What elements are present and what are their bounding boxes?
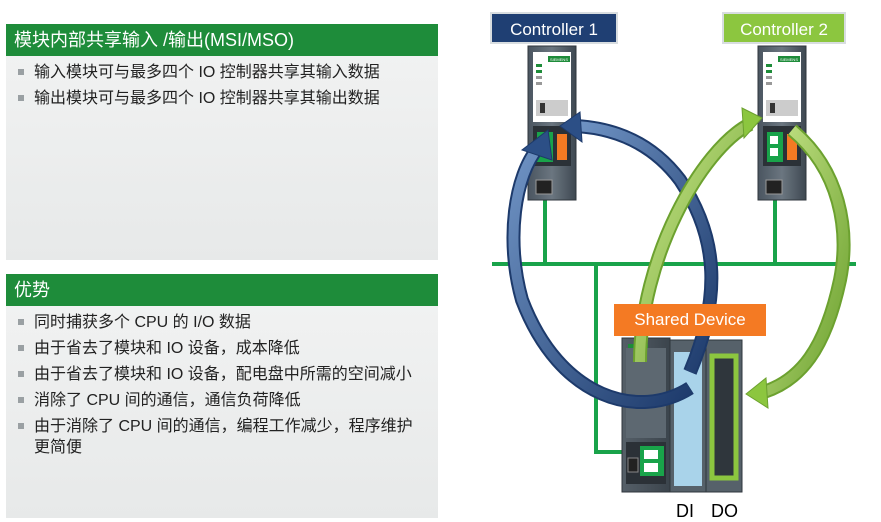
msi-mso-header: 模块内部共享输入 /输出(MSI/MSO) bbox=[6, 24, 438, 56]
advantages-header: 优势 bbox=[6, 274, 438, 306]
msi-mso-list: 输入模块可与最多四个 IO 控制器共享其输入数据 输出模块可与最多四个 IO 控… bbox=[6, 56, 438, 109]
bullet-icon bbox=[18, 397, 24, 403]
list-item: 输出模块可与最多四个 IO 控制器共享其输出数据 bbox=[16, 88, 422, 109]
bullet-icon bbox=[18, 95, 24, 101]
list-item: 由于省去了模块和 IO 设备，配电盘中所需的空间减小 bbox=[16, 364, 422, 385]
list-item: 同时捕获多个 CPU 的 I/O 数据 bbox=[16, 312, 422, 333]
do-label: DO bbox=[711, 501, 738, 521]
controller1-label: Controller 1 bbox=[490, 12, 618, 44]
bullet-icon bbox=[18, 371, 24, 377]
bullet-icon bbox=[18, 423, 24, 429]
advantages-list: 同时捕获多个 CPU 的 I/O 数据 由于省去了模块和 IO 设备，成本降低 … bbox=[6, 306, 438, 458]
shared-device-label: Shared Device bbox=[614, 304, 766, 336]
msi-mso-panel: 模块内部共享输入 /输出(MSI/MSO) 输入模块可与最多四个 IO 控制器共… bbox=[6, 24, 438, 260]
list-item: 由于消除了 CPU 间的通信，编程工作减少，程序维护更简便 bbox=[16, 416, 422, 458]
controller2-label: Controller 2 bbox=[722, 12, 846, 44]
controller2-plc: SIEMENS bbox=[757, 45, 807, 201]
arrow-head-icon bbox=[745, 377, 769, 409]
list-item: 输入模块可与最多四个 IO 控制器共享其输入数据 bbox=[16, 62, 422, 83]
bullet-icon bbox=[18, 69, 24, 75]
advantages-panel: 优势 同时捕获多个 CPU 的 I/O 数据 由于省去了模块和 IO 设备，成本… bbox=[6, 274, 438, 518]
arrow-head-icon bbox=[741, 107, 763, 140]
siemens-logo: SIEMENS bbox=[780, 57, 798, 62]
arrow-head-icon bbox=[520, 129, 553, 161]
di-label: DI bbox=[676, 501, 694, 521]
list-item: 消除了 CPU 间的通信，通信负荷降低 bbox=[16, 390, 422, 411]
list-item: 由于省去了模块和 IO 设备，成本降低 bbox=[16, 338, 422, 359]
bullet-icon bbox=[18, 345, 24, 351]
bullet-icon bbox=[18, 319, 24, 325]
siemens-logo: SIEMENS bbox=[550, 57, 568, 62]
arrow-head-icon bbox=[559, 111, 583, 144]
